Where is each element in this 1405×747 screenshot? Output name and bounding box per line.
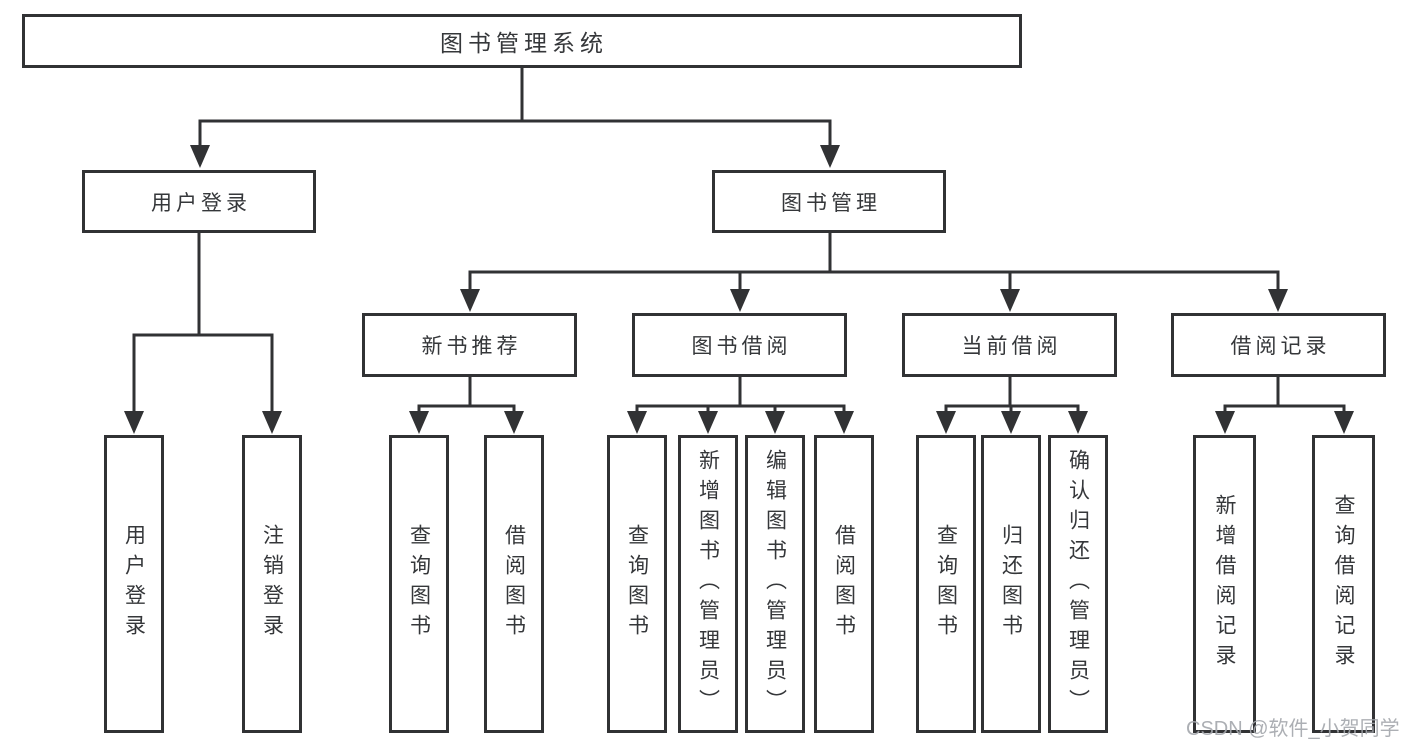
node-user-login: 用户登录 — [82, 170, 316, 233]
leaf-current-return-books-label: 归还图书 — [999, 524, 1023, 644]
node-book-management-label: 图书管理 — [781, 191, 881, 215]
leaf-current-return-books: 归还图书 — [981, 435, 1041, 733]
leaf-current-query-books: 查询图书 — [916, 435, 976, 733]
leaf-logout: 注销登录 — [242, 435, 302, 733]
connector-paths — [132, 66, 1346, 416]
leaf-logout-label: 注销登录 — [260, 524, 284, 644]
node-book-management: 图书管理 — [712, 170, 946, 233]
node-current-borrowing-label: 当前借阅 — [961, 335, 1062, 358]
node-new-book-recommendation-label: 新书推荐 — [421, 335, 522, 358]
leaf-records-add-record: 新增借阅记录 — [1193, 435, 1256, 733]
leaf-records-query-record: 查询借阅记录 — [1312, 435, 1375, 733]
node-library-management-system-label: 图书管理系统 — [440, 30, 608, 56]
leaf-current-confirm-return-admin-label: 确认归还（管理员） — [1066, 449, 1090, 719]
leaf-newbook-borrow-books-label: 借阅图书 — [502, 524, 526, 644]
leaf-borrowing-borrow-books-label: 借阅图书 — [832, 524, 856, 644]
node-current-borrowing: 当前借阅 — [902, 313, 1117, 377]
leaf-records-query-record-label: 查询借阅记录 — [1332, 494, 1355, 674]
leaf-current-confirm-return-admin: 确认归还（管理员） — [1048, 435, 1108, 733]
leaf-borrowing-add-books-admin: 新增图书（管理员） — [678, 435, 738, 733]
node-new-book-recommendation: 新书推荐 — [362, 313, 577, 377]
node-book-borrowing: 图书借阅 — [632, 313, 847, 377]
arrowheads — [124, 145, 1354, 434]
leaf-borrowing-borrow-books: 借阅图书 — [814, 435, 874, 733]
node-book-borrowing-label: 图书借阅 — [691, 335, 792, 358]
leaf-newbook-query-books-label: 查询图书 — [407, 524, 431, 644]
csdn-watermark: CSDN @软件_小贺同学 — [1186, 718, 1400, 740]
leaf-borrowing-edit-books-admin-label: 编辑图书（管理员） — [763, 449, 787, 719]
leaf-borrowing-query-books: 查询图书 — [607, 435, 667, 733]
leaf-user-login: 用户登录 — [104, 435, 164, 733]
leaf-newbook-query-books: 查询图书 — [389, 435, 449, 733]
leaf-user-login-label: 用户登录 — [122, 524, 146, 644]
node-borrowing-records: 借阅记录 — [1171, 313, 1386, 377]
node-user-login-label: 用户登录 — [151, 191, 251, 215]
leaf-borrowing-query-books-label: 查询图书 — [625, 524, 649, 644]
leaf-newbook-borrow-books: 借阅图书 — [484, 435, 544, 733]
leaf-borrowing-edit-books-admin: 编辑图书（管理员） — [745, 435, 805, 733]
leaf-current-query-books-label: 查询图书 — [934, 524, 958, 644]
leaf-borrowing-add-books-admin-label: 新增图书（管理员） — [696, 449, 720, 719]
leaf-records-add-record-label: 新增借阅记录 — [1213, 494, 1236, 674]
node-library-management-system: 图书管理系统 — [22, 14, 1022, 68]
node-borrowing-records-label: 借阅记录 — [1230, 335, 1331, 358]
